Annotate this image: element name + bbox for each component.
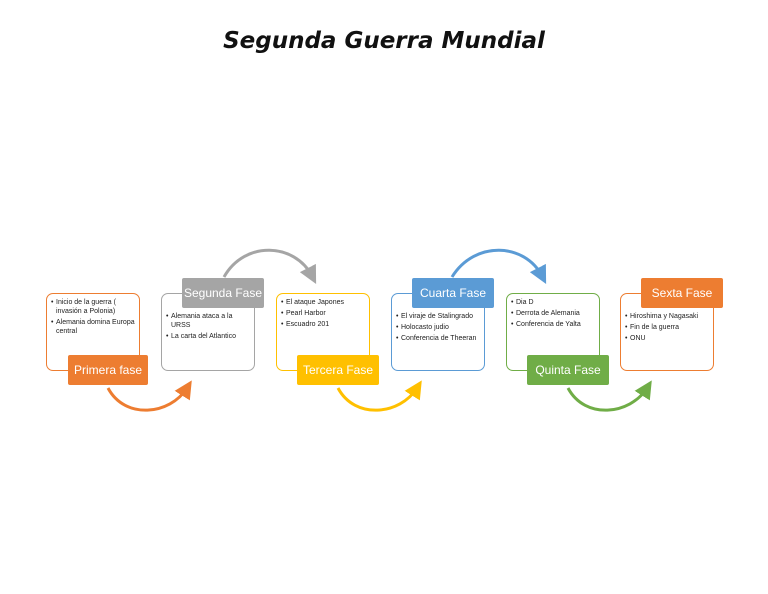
- phase-4-item: El viraje de Stalingrado: [396, 312, 480, 321]
- arrow-3-4: [336, 380, 422, 412]
- phase-3-item: Pearl Harbor: [281, 309, 365, 318]
- phase-1-list: Inicio de la guerra ( invasión a Polonia…: [47, 294, 139, 336]
- phase-6-item: ONU: [625, 334, 709, 343]
- phase-6-item: Hiroshima y Nagasaki: [625, 312, 709, 321]
- phase-5-label: Quinta Fase: [527, 355, 609, 385]
- phase-2-item: Alemania ataca a la URSS: [166, 312, 250, 330]
- phase-2-label: Segunda Fase: [182, 278, 264, 308]
- phase-4-item: Holocasto judio: [396, 323, 480, 332]
- phase-2-list: Alemania ataca a la URSS La carta del At…: [162, 294, 254, 341]
- diagram-title: Segunda Guerra Mundial: [223, 28, 545, 54]
- phase-6-label: Sexta Fase: [641, 278, 723, 308]
- phase-3-label: Tercera Fase: [297, 355, 379, 385]
- phase-3-item: El ataque Japones: [281, 298, 365, 307]
- phase-6-item: Fin de la guerra: [625, 323, 709, 332]
- phase-1-label: Primera fase: [68, 355, 148, 385]
- phase-4-list: El viraje de Stalingrado Holocasto judio…: [392, 294, 484, 343]
- phase-1-item: Alemania domina Europa central: [51, 318, 135, 336]
- phase-4-item: Conferencia de Theeran: [396, 334, 480, 343]
- phase-6-list: Hiroshima y Nagasaki Fin de la guerra ON…: [621, 294, 713, 343]
- arrow-5-6: [566, 380, 652, 412]
- phase-4-label: Cuarta Fase: [412, 278, 494, 308]
- phase-2-item: La carta del Atlantico: [166, 332, 250, 341]
- phase-5-list: Dia D Derrota de Alemania Conferencia de…: [507, 294, 599, 329]
- phase-3-list: El ataque Japones Pearl Harbor Escuadro …: [277, 294, 369, 329]
- phase-5-item: Dia D: [511, 298, 595, 307]
- phase-1-item: Inicio de la guerra ( invasión a Polonia…: [51, 298, 135, 316]
- phase-5-item: Conferencia de Yalta: [511, 320, 595, 329]
- arrow-2-3: [222, 248, 317, 284]
- arrow-4-5: [450, 248, 547, 284]
- phase-3-item: Escuadro 201: [281, 320, 365, 329]
- arrow-1-2: [106, 380, 192, 412]
- phase-5-item: Derrota de Alemania: [511, 309, 595, 318]
